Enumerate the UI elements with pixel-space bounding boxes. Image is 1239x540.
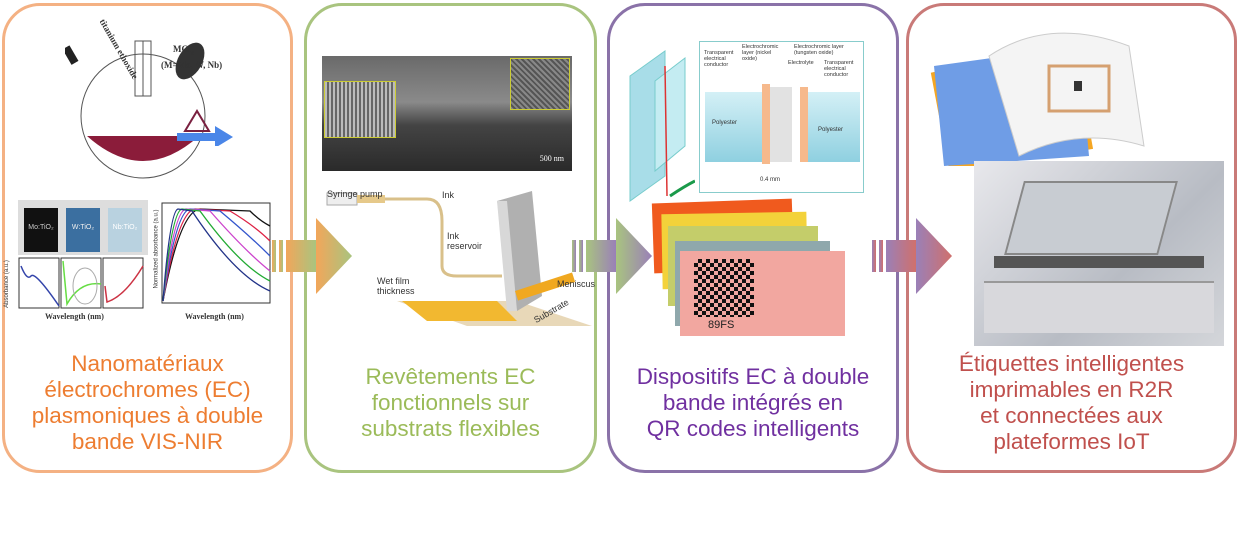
vial-nb: Nb:TiO₂ [108,208,142,252]
wet-film-label: Wet film thickness [377,276,415,296]
caption-line: Nanomatériaux [71,351,224,376]
ink-reservoir-label: Ink reservoir [447,231,483,251]
arrow-2-to-3-icon [572,218,652,294]
caption-line: fonctionnels sur [371,390,530,415]
caption-line: plateformes IoT [993,429,1150,454]
arrow-3-to-4-icon [872,218,952,294]
solvent-label: ODE + ODAL [117,164,166,173]
panel-coatings: 500 nm Syringe pump Ink Ink reservoir We… [304,3,597,473]
arrow-1-to-2-icon [272,218,352,294]
meniscus-label: Meniscus [557,279,596,289]
slot-die-coating-illustration [326,191,592,326]
r2r-printer-photo [974,161,1224,346]
syringe-pump-label: Syringe pump [327,189,383,199]
sem-image: 500 nm [322,56,572,171]
tc2-label: Transparent electrical conductor [824,60,854,78]
caption-smart-labels: Étiquettes intelligentes imprimables en … [909,351,1234,455]
caption-line: électrochromes (EC) [44,377,251,402]
device-cross-section: Transparent electrical conductor Electro… [699,41,864,193]
salt-label: MClx [173,44,195,57]
caption-nanomaterials: Nanomatériaux électrochromes (EC) plasmo… [5,351,290,455]
qr-code [694,259,754,317]
polyester-label-2: Polyester [818,127,844,133]
caption-line: Dispositifs EC à double [636,364,870,389]
heat-arrow [177,109,233,146]
caption-line: Revêtements EC [365,364,536,389]
qr-label-front: 89FS [680,251,845,336]
panel-smart-labels: Étiquettes intelligentes imprimables en … [906,3,1237,473]
qr-code-text: 89FS [708,319,735,331]
salt-note: (M=Mo, W, Nb) [161,60,223,70]
wavelength-label-1: Wavelength (nm) [45,312,104,321]
ink-label: Ink [442,190,455,200]
tc1-label: Transparent electrical conductor [704,50,734,68]
caption-coatings: Revêtements EC fonctionnels sur substrat… [307,364,594,442]
qr-labels-stack: 89FS [650,198,850,336]
caption-line: imprimables en R2R [969,377,1174,402]
wavelength-label-2: Wavelength (nm) [185,312,244,321]
flexible-rfid-label-illustration [930,32,1145,166]
caption-line: bande VIS-NIR [71,429,224,454]
absorbance-plots [18,257,144,309]
caption-line: bande intégrés en [662,390,844,415]
caption-line: QR codes intelligents [646,416,860,441]
caption-line: plasmoniques à double [31,403,264,428]
vial-mo: Mo:TiO₂ [24,208,58,252]
panel-devices: Transparent electrical conductor Electro… [607,3,899,473]
ec2-label: Electrochromic layer (tungsten oxide) [794,44,844,56]
electrolyte-label: Electrolyte [788,60,814,66]
glass-panes-illustration [629,50,695,202]
scale-bar-label: 500 nm [539,154,564,163]
vial-w: W:TiO₂ [66,208,100,252]
polyester-label-1: Polyester [712,120,738,126]
caption-line: et connectées aux [980,403,1163,428]
absorbance-axis-label: Absorbance (a.u.) [3,260,10,308]
synthesis-flask-illustration [65,40,206,179]
width-label: 0.4 mm [760,177,781,183]
ec1-label: Electrochromic layer (nickel oxide) [742,44,779,62]
norm-absorbance-axis-label: Normalized absorbance (a.u.) [153,209,160,289]
vials-photo: Mo:TiO₂ W:TiO₂ Nb:TiO₂ [18,200,148,255]
normalized-absorbance-plot [161,202,271,304]
panel-nanomaterials: titanium ethoxide MClx (M=Mo, W, Nb) ODE… [2,3,293,473]
caption-devices: Dispositifs EC à double bande intégrés e… [610,364,896,442]
caption-line: Étiquettes intelligentes [958,351,1185,376]
caption-line: substrats flexibles [361,416,540,441]
